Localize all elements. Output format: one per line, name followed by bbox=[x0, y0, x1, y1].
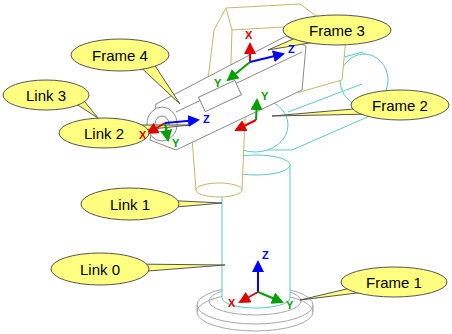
axis-label: Y bbox=[261, 91, 268, 102]
axis-label: X bbox=[228, 298, 235, 309]
callout-ellipse: Frame 4 bbox=[70, 38, 170, 72]
callout-text: Frame 4 bbox=[92, 47, 148, 64]
axis-label: X bbox=[245, 30, 252, 41]
axis-label: Z bbox=[203, 114, 210, 125]
callout-ellipse: Link 2 bbox=[58, 117, 150, 149]
callout-text: Link 2 bbox=[84, 125, 124, 142]
callout-text: Link 0 bbox=[80, 261, 120, 278]
callout-ellipse: Link 1 bbox=[80, 187, 180, 221]
callout-ellipse: Frame 2 bbox=[350, 89, 450, 121]
axis-label: X bbox=[139, 130, 146, 141]
callout-ellipse: Link 0 bbox=[50, 252, 150, 286]
axis-label: Z bbox=[288, 44, 295, 55]
callout-ellipse: Frame 3 bbox=[282, 14, 392, 46]
axis-label: Z bbox=[262, 250, 269, 261]
axis-label: Y bbox=[286, 300, 293, 311]
callout-ellipse: Frame 1 bbox=[340, 266, 448, 298]
callout-text: Frame 3 bbox=[309, 22, 365, 39]
callout-ellipse: Link 3 bbox=[2, 79, 90, 111]
callout-text: Frame 1 bbox=[366, 274, 422, 291]
callout-text: Frame 2 bbox=[372, 97, 428, 114]
axis-label: Y bbox=[172, 138, 179, 149]
callout-text: Link 3 bbox=[26, 87, 66, 104]
callout-text: Link 1 bbox=[110, 196, 150, 213]
axis-label: Y bbox=[214, 78, 221, 89]
